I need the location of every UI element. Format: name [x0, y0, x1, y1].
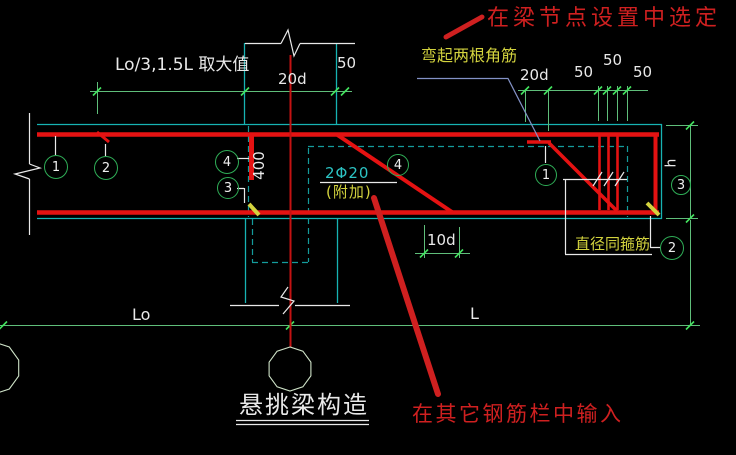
dim-rule-take-larger: Lo/3,1.5L 取大值: [115, 55, 250, 75]
top-note-leader: [443, 14, 485, 40]
callout-number: 3: [676, 177, 686, 193]
dim-right-50-first: 50: [574, 63, 594, 81]
dim-anchorage-400: 400: [249, 151, 268, 180]
callout-bar2-right: 2: [660, 236, 684, 260]
dim-left-50: 50: [337, 54, 357, 72]
rebar-lines: [37, 130, 659, 215]
dim-right-50-second: 50: [603, 51, 623, 69]
left-bar-end-tick: [247, 202, 261, 217]
callout-bar4-mid: 4: [387, 154, 409, 176]
dim-left-20d: 20d: [278, 70, 307, 88]
bar2-end-hook: [96, 130, 110, 144]
axis-bubble-center: [268, 346, 312, 392]
bent-bar-right: [547, 141, 619, 213]
dimension-ticks: [0, 85, 695, 331]
callout-number: 3: [223, 180, 233, 196]
dim-beam-height-h: h: [663, 158, 680, 168]
axis-bubble-left: [0, 343, 20, 393]
callout-number: 4: [222, 154, 232, 170]
added-bars-label: (附加): [326, 183, 372, 201]
note-select-in-beam-node-settings: 在梁节点设置中选定: [487, 6, 722, 31]
top-break-line: [245, 28, 355, 58]
dimension-lines: [0, 82, 700, 326]
right-bar-end-tick: [645, 201, 661, 217]
white-linework: [12, 28, 660, 426]
stirrup-note-underline: [564, 179, 652, 256]
bent-bars-note-leader: [417, 77, 541, 142]
support-break-line: [230, 286, 350, 315]
hidden-lines: [247, 126, 629, 264]
left-break-line: [12, 113, 43, 235]
added-bars-spec: 2Φ20: [325, 164, 370, 182]
callout-bar4-left: 4: [215, 150, 239, 174]
callout-number: 2: [667, 240, 677, 256]
grid-bubbles: [0, 343, 312, 393]
dim-hook-10d: 10d: [427, 231, 456, 249]
callout-bar1-mid: 1: [535, 164, 557, 186]
drawing-title: 悬挑梁构造: [239, 391, 369, 419]
callout-bar2-left: 2: [94, 156, 118, 180]
dim-right-20d: 20d: [520, 66, 549, 84]
dim-right-50-third: 50: [633, 63, 653, 81]
red-annotation-leaders: [371, 14, 485, 397]
note-bent-corner-bars: 弯起两根角筋: [421, 46, 518, 65]
callout-bar1-left: 1: [44, 155, 68, 179]
title-underline: [236, 419, 369, 426]
callout-number: 4: [393, 157, 403, 173]
callout-number: 1: [541, 167, 551, 183]
dim-cantilever-span-l: L: [470, 304, 479, 323]
callout2-right-leader: [649, 216, 660, 249]
dim-back-span-lo: Lo: [132, 305, 151, 324]
callout-bar3-left: 3: [217, 177, 239, 199]
note-enter-in-other-rebar-field: 在其它钢筋栏中输入: [412, 402, 624, 426]
beam-outline: [37, 43, 663, 303]
bottom-note-leader: [371, 195, 441, 397]
callout-number: 2: [101, 160, 111, 176]
stirrup-hatch-marks: [592, 171, 625, 187]
bar-end-ticks: [247, 201, 661, 217]
note-stirrup-diameter: 直径同箍筋: [575, 235, 651, 253]
callout-bar3-right: 3: [671, 175, 691, 195]
callout-number: 1: [51, 159, 61, 175]
